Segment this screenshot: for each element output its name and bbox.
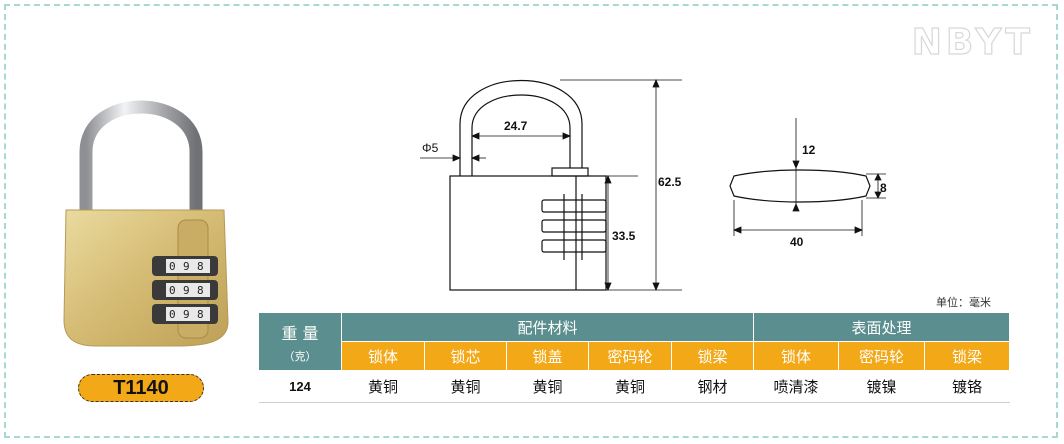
dial-wheels [152, 256, 218, 324]
unit-note: 单位：毫米 [936, 296, 991, 309]
table-header-row: 重 量 （克） 配件材料 表面处理 [258, 312, 1010, 371]
table-subheader-row: 锁体 锁芯 锁盖 密码轮 锁梁 锁体 密码轮 锁梁 [259, 341, 1010, 371]
dim-body-height: 33.5 [612, 229, 636, 243]
table-cell: 镀镍 [838, 370, 925, 403]
dim-key-height: 8 [880, 181, 887, 195]
padlock-drawing: 24.7 Φ5 62.5 33.5 [420, 78, 682, 292]
weight-value: 124 [258, 370, 342, 403]
table-cell: 喷清漆 [753, 370, 839, 403]
subheader-cell: 锁梁 [671, 341, 754, 371]
subheader-cell: 密码轮 [838, 341, 925, 371]
dial-digit: 0 [169, 260, 176, 273]
weight-header: 重 量 （克） [258, 312, 342, 371]
dial-digit: 9 [183, 284, 190, 297]
dim-total-height: 62.5 [658, 175, 682, 189]
table-cell: 钢材 [671, 370, 754, 403]
table-row: 124 黄铜 黄铜 黄铜 黄铜 钢材 喷清漆 镀镍 镀铬 [258, 370, 1010, 403]
dial-digit: 9 [183, 308, 190, 321]
group-header-finish: 表面处理 [753, 312, 1010, 342]
brand-logo: NBYT [911, 21, 1034, 63]
dial-digit: 8 [197, 308, 204, 321]
table-cell: 黄铜 [341, 370, 425, 403]
weight-unit: （克） [283, 349, 317, 363]
table-cell: 镀铬 [924, 370, 1010, 403]
padlock-photo: 0 9 8 0 9 8 0 9 8 [63, 100, 229, 347]
dim-shackle-diameter: Φ5 [422, 141, 439, 155]
subheader-cell: 锁梁 [924, 341, 1010, 371]
spec-table: 重 量 （克） 配件材料 表面处理 锁体 锁芯 锁盖 密码轮 锁梁 锁体 密码轮… [258, 312, 1010, 403]
dial-digit: 9 [183, 260, 190, 273]
table-cell: 黄铜 [506, 370, 589, 403]
dim-inner-width: 24.7 [504, 119, 528, 133]
dial-digit: 0 [169, 308, 176, 321]
subheader-cell: 锁芯 [424, 341, 507, 371]
weight-label: 重 量 [281, 323, 319, 343]
page-frame [4, 4, 1058, 438]
key-drawing: 12 8 40 [729, 118, 887, 249]
table-cell: 黄铜 [424, 370, 507, 403]
group-header-materials: 配件材料 [341, 312, 754, 342]
subheader-cell: 锁体 [753, 341, 839, 371]
dial-digit: 8 [197, 284, 204, 297]
model-badge: T1140 [78, 374, 204, 402]
subheader-cell: 锁盖 [506, 341, 589, 371]
table-cell: 黄铜 [588, 370, 672, 403]
dim-key-mark: 12 [802, 143, 816, 157]
dial-digit: 8 [197, 260, 204, 273]
subheader-cell: 密码轮 [588, 341, 672, 371]
dim-key-width: 40 [790, 235, 804, 249]
dial-digit: 0 [169, 284, 176, 297]
subheader-cell: 锁体 [341, 341, 425, 371]
